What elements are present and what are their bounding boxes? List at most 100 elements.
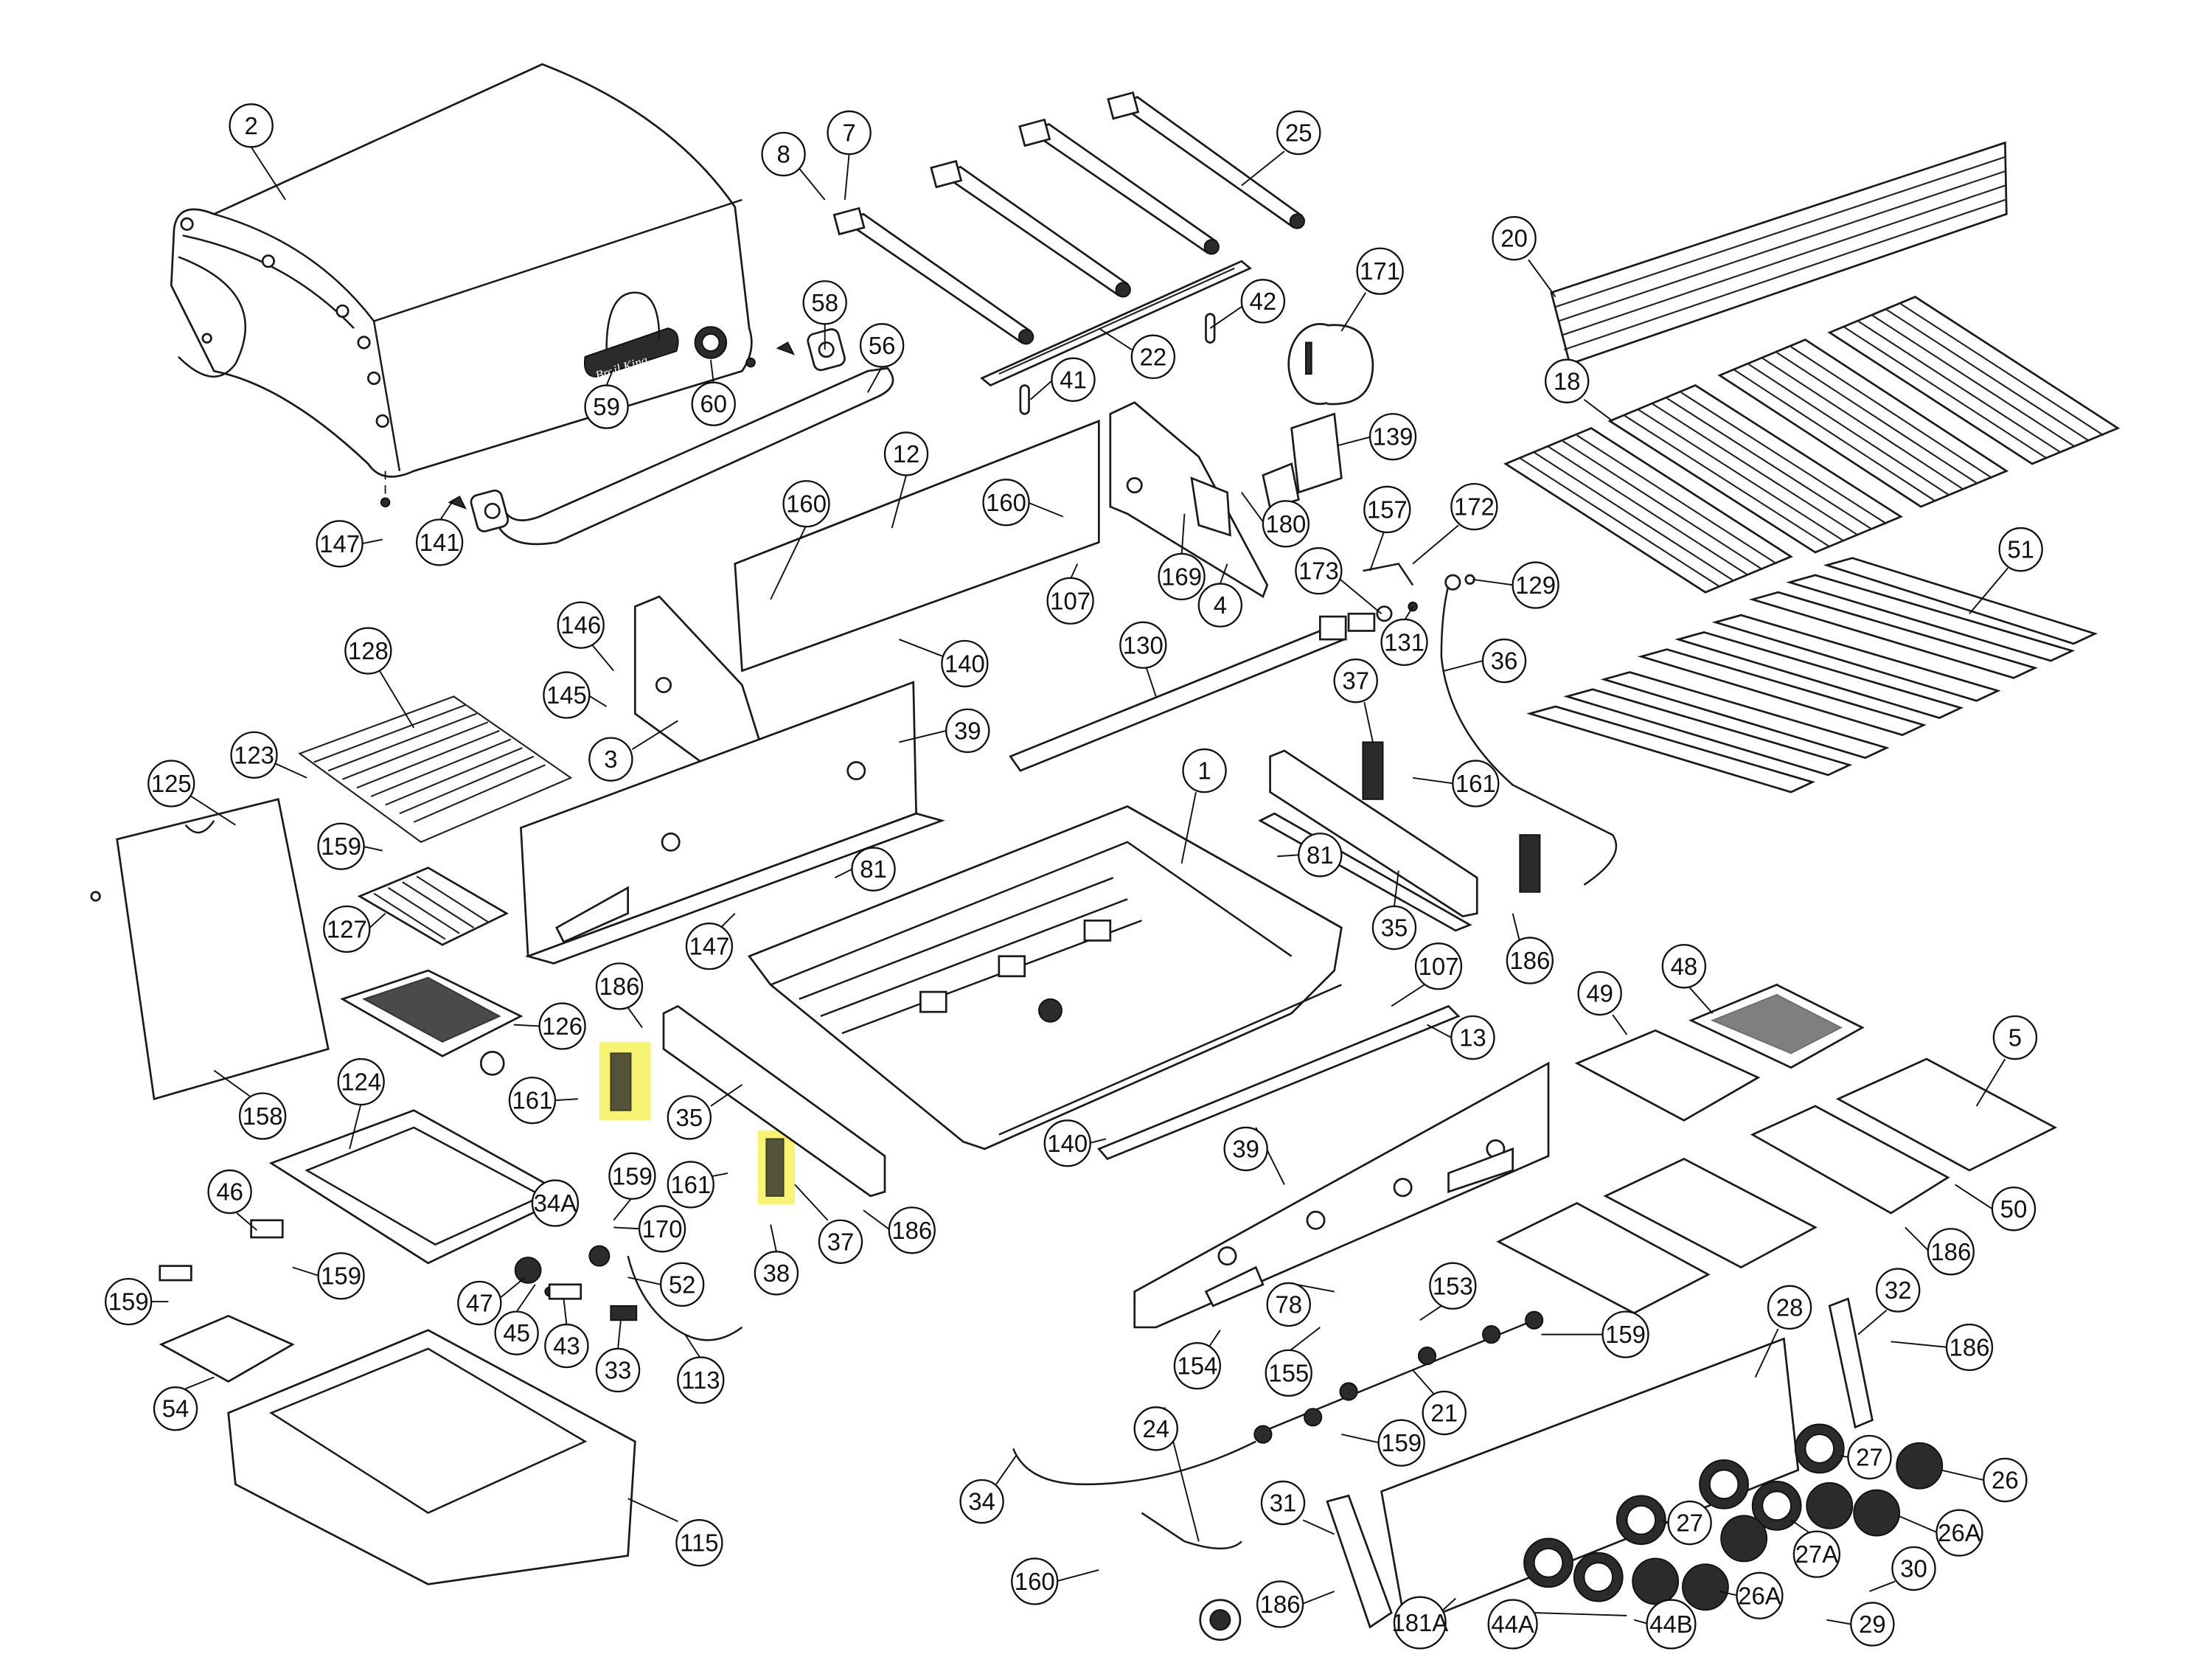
callout-26Aa[interactable]: 26A xyxy=(1935,1509,1983,1557)
callout-81b[interactable]: 81 xyxy=(1298,833,1343,878)
callout-18[interactable]: 18 xyxy=(1544,358,1590,403)
callout-13[interactable]: 13 xyxy=(1450,1015,1495,1060)
callout-37b[interactable]: 37 xyxy=(818,1219,863,1264)
callout-12[interactable]: 12 xyxy=(883,431,929,476)
callout-170[interactable]: 170 xyxy=(638,1205,686,1253)
callout-38[interactable]: 38 xyxy=(754,1251,799,1296)
callout-26a[interactable]: 26 xyxy=(1983,1457,2028,1503)
callout-27b[interactable]: 27 xyxy=(1667,1500,1712,1546)
callout-51[interactable]: 51 xyxy=(1998,527,2043,572)
callout-4[interactable]: 4 xyxy=(1197,583,1243,628)
callout-20[interactable]: 20 xyxy=(1492,216,1537,261)
callout-126[interactable]: 126 xyxy=(538,1002,586,1050)
callout-173[interactable]: 173 xyxy=(1295,547,1343,595)
callout-186f[interactable]: 186 xyxy=(1256,1580,1304,1628)
callout-181A[interactable]: 181A xyxy=(1391,1596,1448,1650)
callout-115[interactable]: 115 xyxy=(675,1519,723,1567)
callout-140a[interactable]: 140 xyxy=(941,639,989,688)
callout-124[interactable]: 124 xyxy=(337,1057,385,1106)
callout-50[interactable]: 50 xyxy=(1991,1187,2037,1232)
callout-161c[interactable]: 161 xyxy=(667,1161,714,1209)
callout-186c[interactable]: 186 xyxy=(888,1206,936,1254)
callout-33[interactable]: 33 xyxy=(595,1347,641,1393)
callout-186d[interactable]: 186 xyxy=(1927,1228,1975,1276)
callout-44A[interactable]: 44A xyxy=(1487,1599,1538,1650)
callout-48[interactable]: 48 xyxy=(1661,944,1707,989)
callout-159f[interactable]: 159 xyxy=(1377,1419,1425,1467)
callout-154[interactable]: 154 xyxy=(1173,1342,1222,1390)
callout-58[interactable]: 58 xyxy=(802,280,847,325)
callout-27a[interactable]: 27 xyxy=(1847,1434,1892,1480)
callout-5[interactable]: 5 xyxy=(1992,1015,2038,1060)
callout-56[interactable]: 56 xyxy=(859,323,905,368)
callout-141[interactable]: 141 xyxy=(416,518,464,566)
callout-28[interactable]: 28 xyxy=(1767,1285,1812,1330)
callout-34[interactable]: 34 xyxy=(959,1479,1004,1524)
callout-46[interactable]: 46 xyxy=(207,1169,252,1215)
callout-35a[interactable]: 35 xyxy=(1371,905,1417,951)
callout-8[interactable]: 8 xyxy=(761,131,806,177)
callout-37a[interactable]: 37 xyxy=(1333,658,1378,704)
callout-125[interactable]: 125 xyxy=(147,760,195,807)
callout-161b[interactable]: 161 xyxy=(508,1077,557,1125)
callout-44B[interactable]: 44B xyxy=(1646,1599,1697,1650)
callout-158[interactable]: 158 xyxy=(239,1092,287,1140)
callout-21[interactable]: 21 xyxy=(1422,1390,1467,1436)
callout-39b[interactable]: 39 xyxy=(1223,1126,1268,1172)
callout-39a[interactable]: 39 xyxy=(945,708,990,754)
callout-186e[interactable]: 186 xyxy=(1945,1323,1994,1372)
callout-147b[interactable]: 147 xyxy=(685,923,734,970)
callout-25[interactable]: 25 xyxy=(1276,110,1321,156)
callout-3[interactable]: 3 xyxy=(588,737,633,782)
callout-159b[interactable]: 159 xyxy=(608,1152,656,1200)
callout-139[interactable]: 139 xyxy=(1368,413,1417,461)
callout-2[interactable]: 2 xyxy=(229,103,274,148)
callout-45[interactable]: 45 xyxy=(494,1310,539,1355)
callout-60[interactable]: 60 xyxy=(691,381,736,426)
callout-54[interactable]: 54 xyxy=(153,1386,198,1431)
callout-52[interactable]: 52 xyxy=(659,1262,705,1307)
callout-127[interactable]: 127 xyxy=(323,905,371,953)
callout-145[interactable]: 145 xyxy=(543,671,591,719)
callout-159e[interactable]: 159 xyxy=(1601,1310,1649,1358)
callout-169[interactable]: 169 xyxy=(1158,552,1206,601)
callout-128[interactable]: 128 xyxy=(344,627,392,675)
callout-27A[interactable]: 27A xyxy=(1792,1530,1840,1578)
callout-78[interactable]: 78 xyxy=(1266,1282,1311,1327)
callout-157[interactable]: 157 xyxy=(1363,485,1411,534)
callout-160b[interactable]: 160 xyxy=(982,479,1030,527)
callout-160a[interactable]: 160 xyxy=(782,480,830,528)
callout-107a[interactable]: 107 xyxy=(1046,577,1094,625)
callout-34A[interactable]: 34A xyxy=(531,1179,580,1227)
callout-43[interactable]: 43 xyxy=(544,1323,589,1369)
callout-172[interactable]: 172 xyxy=(1450,482,1498,531)
callout-59[interactable]: 59 xyxy=(584,384,629,429)
callout-107b[interactable]: 107 xyxy=(1414,942,1463,990)
callout-81a[interactable]: 81 xyxy=(851,847,896,892)
callout-180[interactable]: 180 xyxy=(1262,500,1310,548)
callout-159d[interactable]: 159 xyxy=(105,1277,153,1326)
callout-32[interactable]: 32 xyxy=(1876,1268,1921,1313)
callout-7[interactable]: 7 xyxy=(827,110,872,156)
callout-123[interactable]: 123 xyxy=(230,731,278,779)
callout-41[interactable]: 41 xyxy=(1051,357,1096,403)
callout-147a[interactable]: 147 xyxy=(316,520,364,568)
callout-47[interactable]: 47 xyxy=(457,1280,502,1326)
callout-49[interactable]: 49 xyxy=(1577,970,1622,1016)
callout-160c[interactable]: 160 xyxy=(1011,1557,1059,1605)
callout-159a[interactable]: 159 xyxy=(317,822,365,870)
callout-131[interactable]: 131 xyxy=(1380,618,1428,667)
callout-113[interactable]: 113 xyxy=(677,1356,725,1404)
callout-22[interactable]: 22 xyxy=(1130,334,1176,380)
callout-171[interactable]: 171 xyxy=(1356,247,1404,295)
callout-146[interactable]: 146 xyxy=(557,601,605,649)
callout-130[interactable]: 130 xyxy=(1119,621,1167,669)
callout-161a[interactable]: 161 xyxy=(1452,760,1500,807)
callout-31[interactable]: 31 xyxy=(1260,1480,1306,1526)
callout-153[interactable]: 153 xyxy=(1429,1262,1477,1310)
callout-29[interactable]: 29 xyxy=(1850,1602,1895,1647)
callout-155[interactable]: 155 xyxy=(1265,1349,1312,1397)
callout-1[interactable]: 1 xyxy=(1182,748,1227,793)
callout-129[interactable]: 129 xyxy=(1512,561,1559,609)
callout-36[interactable]: 36 xyxy=(1481,638,1527,684)
